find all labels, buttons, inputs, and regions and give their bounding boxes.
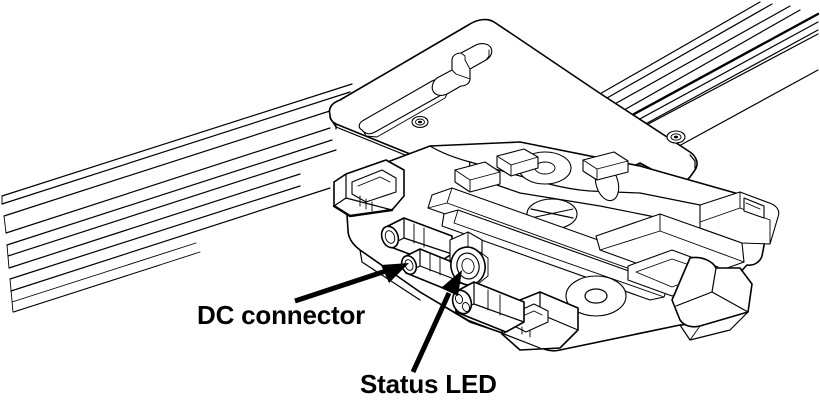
device-housing	[344, 141, 780, 352]
callout-label-status-led: Status LED	[360, 369, 497, 399]
left-bracket	[332, 159, 405, 218]
callout-label-dc-connector: DC connector	[197, 300, 366, 330]
lower-front-connector	[451, 281, 525, 333]
callout-arrow-dc-connector	[294, 263, 409, 304]
status-led	[450, 246, 489, 286]
callout-arrow-status-led	[410, 270, 462, 374]
